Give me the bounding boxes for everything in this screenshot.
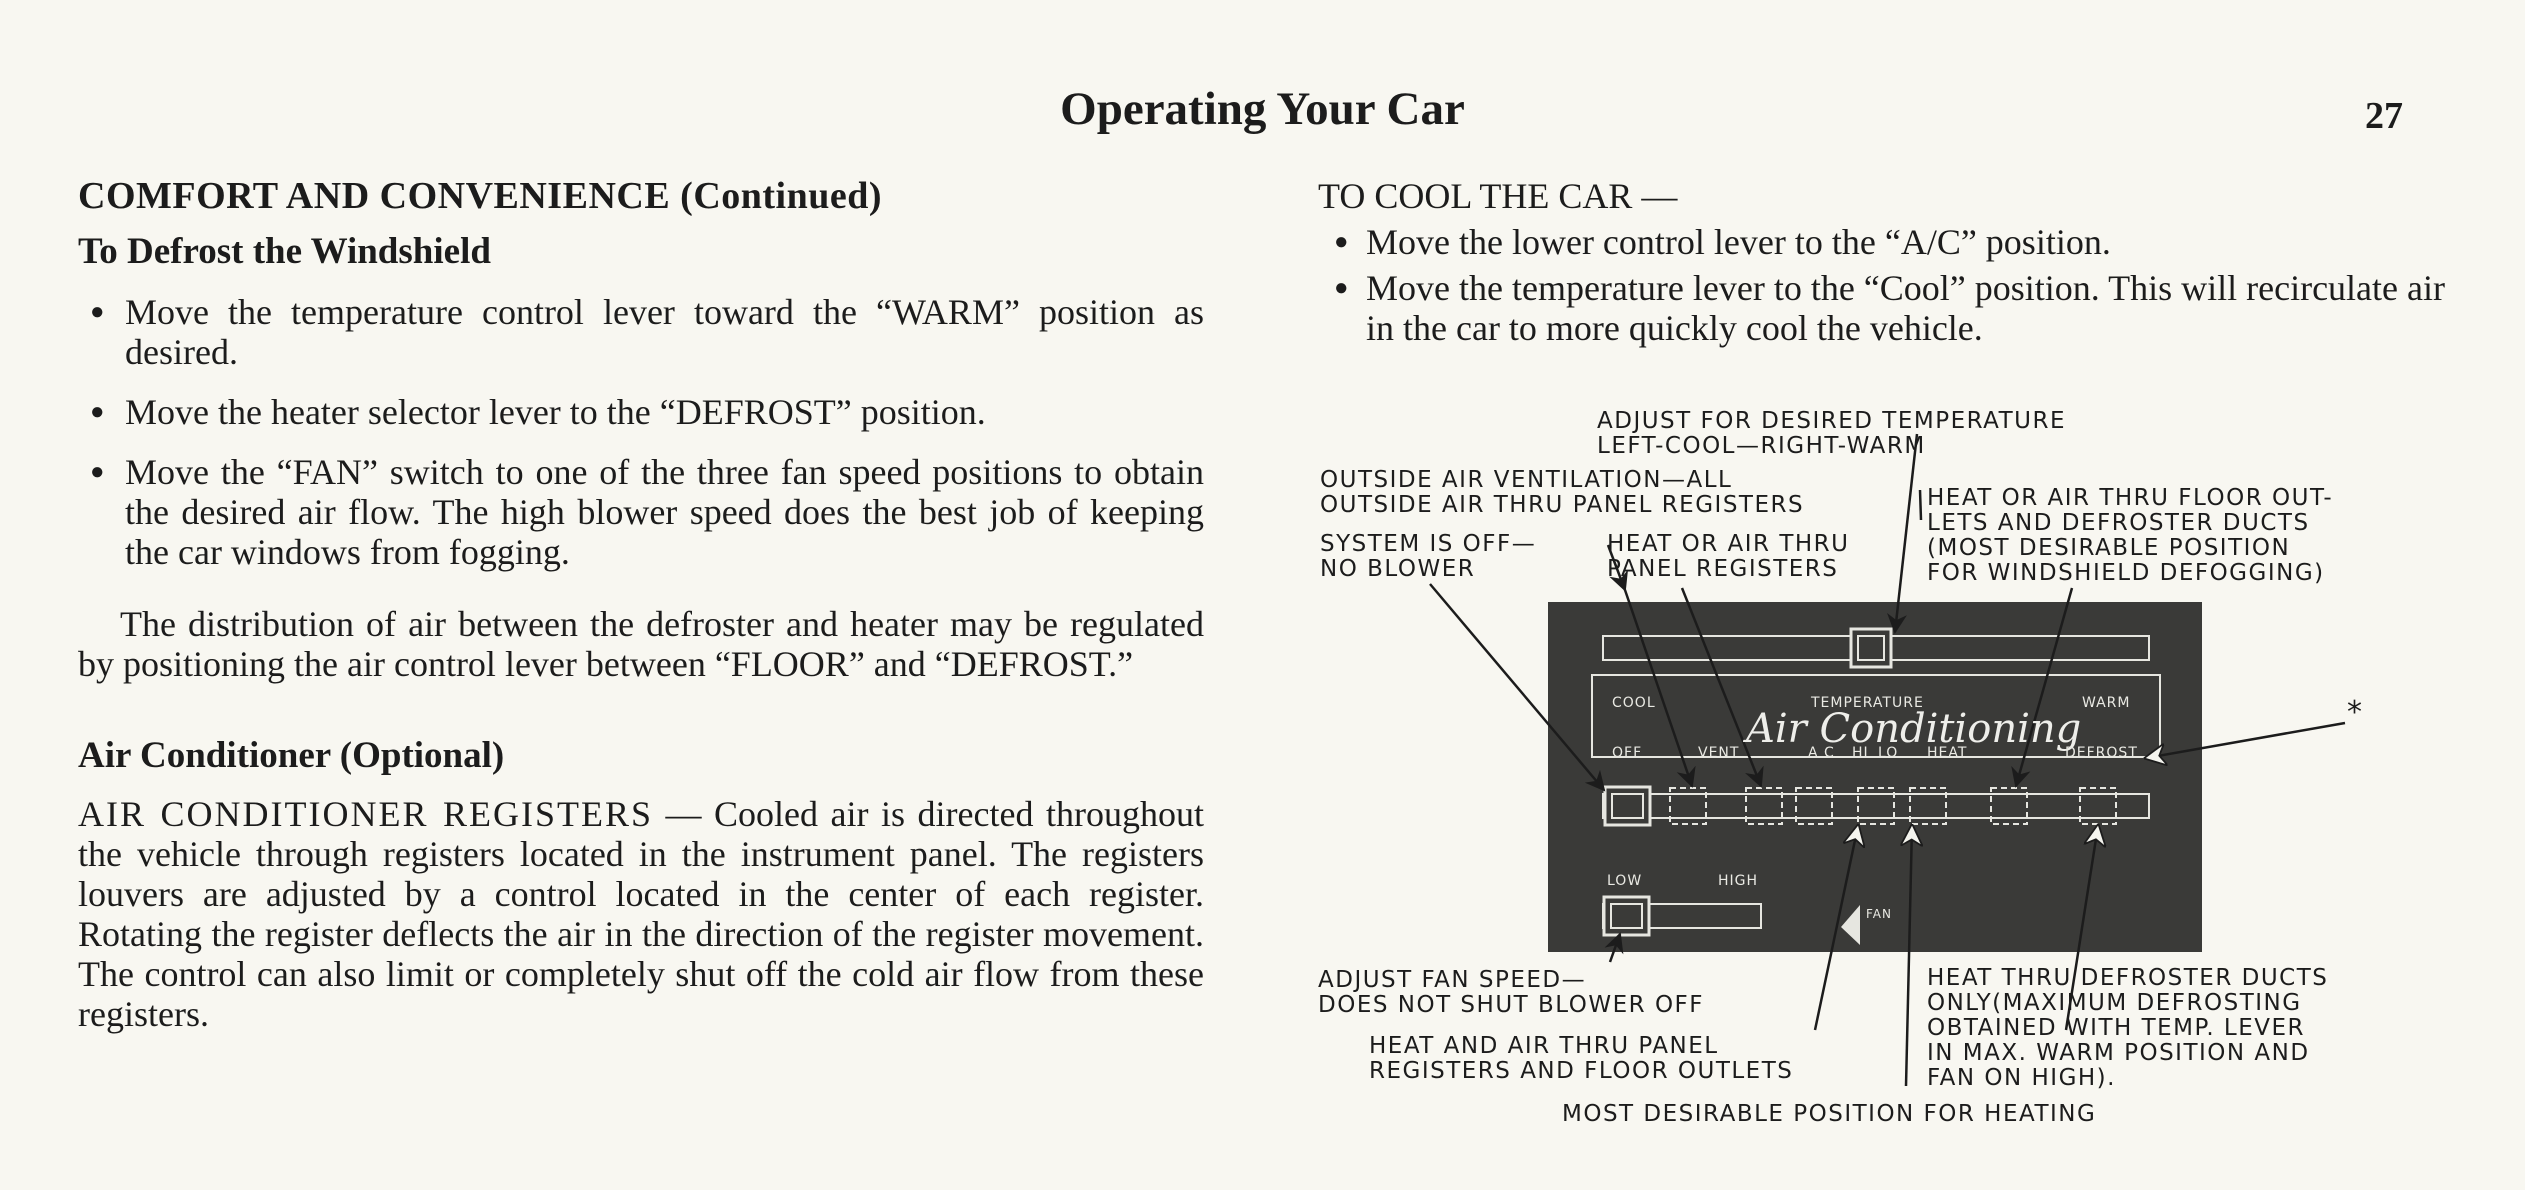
label-heat-air-panel: HEAT AND AIR THRU PANEL REGISTERS AND FL… [1369, 1033, 1794, 1084]
list-item: Move the temperature control lever towar… [78, 292, 1204, 372]
panel-label-low: LOW [1607, 873, 1643, 889]
label-fan-speed: ADJUST FAN SPEED— DOES NOT SHUT BLOWER O… [1318, 967, 1705, 1018]
left-column: COMFORT AND CONVENIENCE (Continued) To D… [78, 176, 1204, 1034]
section-heading: COMFORT AND CONVENIENCE (Continued) [78, 175, 883, 217]
cool-heading: TO COOL THE CAR — [1318, 176, 1678, 216]
list-item: Move the heater selector lever to the “D… [78, 392, 1204, 432]
list-item: Move the “FAN” switch to one of the thre… [78, 452, 1204, 572]
panel-label-cool: COOL [1612, 695, 1656, 711]
list-item: Move the lower control lever to the “A/C… [1318, 222, 2448, 262]
fan-pointer [1841, 905, 1860, 945]
label-panel-registers: HEAT OR AIR THRU PANEL REGISTERS [1607, 531, 1850, 582]
defrost-bullet-list: Move the temperature control lever towar… [78, 292, 1204, 572]
cool-bullet-list: Move the lower control lever to the “A/C… [1318, 222, 2448, 348]
label-most-desirable: MOST DESIRABLE POSITION FOR HEATING [1562, 1101, 2097, 1127]
panel-label-ac: A C [1808, 745, 1835, 761]
panel-brand-logo: Air Conditioning [1746, 706, 2082, 752]
panel-label-vent: VENT [1698, 745, 1740, 761]
temperature-scale-frame [1591, 674, 2161, 758]
panel-label-fan: FAN [1866, 907, 1892, 921]
label-defroster-only: HEAT THRU DEFROSTER DUCTS ONLY(MAXIMUM D… [1927, 965, 2329, 1091]
panel-label-high: HIGH [1718, 873, 1759, 889]
label-system-off: SYSTEM IS OFF— NO BLOWER [1320, 531, 1537, 582]
page-number: 27 [2365, 95, 2403, 137]
label-floor-outlets: HEAT OR AIR THRU FLOOR OUT- LETS AND DEF… [1927, 485, 2334, 586]
panel-label-warm: WARM [2082, 695, 2131, 711]
registers-text: — Cooled air is directed throughout the … [78, 794, 1204, 1034]
registers-lead: AIR CONDITIONER REGISTERS [78, 794, 654, 834]
distribution-paragraph: The distribution of air between the defr… [78, 604, 1204, 684]
registers-paragraph: AIR CONDITIONER REGISTERS — Cooled air i… [78, 794, 1204, 1034]
mode-detent-positions [1669, 787, 2117, 825]
label-asterisk: * [2347, 695, 2364, 730]
panel-label-temperature: TEMPERATURE [1811, 695, 1924, 711]
mode-slot [1602, 793, 2150, 819]
panel-label-hi: HI [1852, 745, 1869, 761]
panel-label-heat: HEAT [1927, 745, 1968, 761]
panel-label-lo: LO [1878, 745, 1899, 761]
air-conditioner-heading: Air Conditioner (Optional) [78, 735, 505, 776]
callout-arrows [1429, 433, 2346, 1087]
page-title: Operating Your Car [1060, 83, 1465, 135]
defrost-heading: To Defrost the Windshield [78, 231, 491, 272]
label-adjust-temperature: ADJUST FOR DESIRED TEMPERATURE LEFT-COOL… [1597, 408, 2067, 459]
list-item: Move the temperature lever to the “Cool”… [1318, 268, 2448, 348]
label-outside-air: OUTSIDE AIR VENTILATION—ALL OUTSIDE AIR … [1320, 467, 1805, 518]
right-column: TO COOL THE CAR — Move the lower control… [1318, 176, 2448, 354]
panel-label-off: OFF [1612, 745, 1643, 761]
panel-label-defrost: DEFROST [2065, 745, 2138, 761]
